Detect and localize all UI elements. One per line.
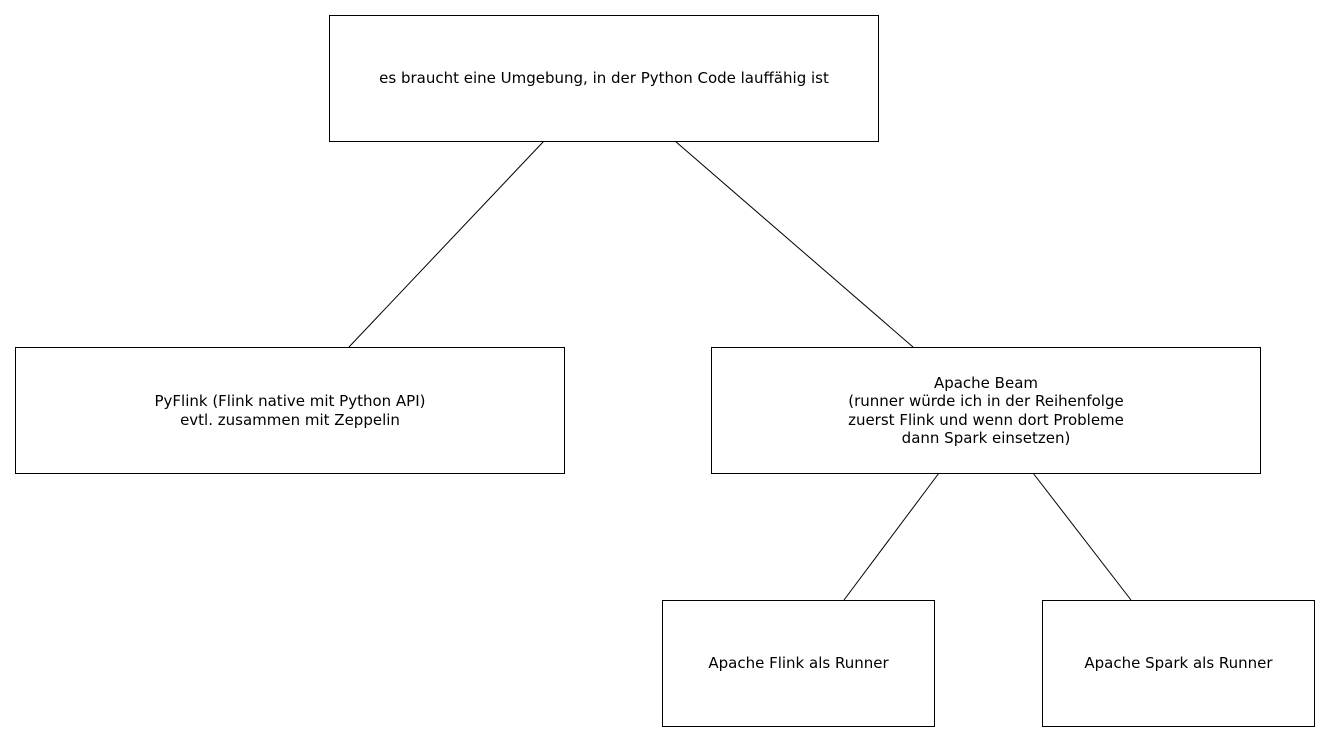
node-apache-beam: Apache Beam (runner würde ich in der Rei… — [711, 347, 1261, 474]
node-python-environment-label: es braucht eine Umgebung, in der Python … — [379, 69, 829, 88]
edge-root-to-beam — [674, 140, 914, 348]
edge-beam-to-spark-runner — [1032, 472, 1132, 601]
node-apache-beam-label: Apache Beam (runner würde ich in der Rei… — [848, 373, 1124, 448]
node-flink-runner: Apache Flink als Runner — [662, 600, 935, 727]
node-python-environment: es braucht eine Umgebung, in der Python … — [329, 15, 879, 142]
edge-beam-to-flink-runner — [843, 472, 940, 601]
node-pyflink: PyFlink (Flink native mit Python API) ev… — [15, 347, 565, 474]
edge-root-to-pyflink — [348, 140, 545, 348]
node-pyflink-label: PyFlink (Flink native mit Python API) ev… — [154, 392, 426, 429]
node-spark-runner-label: Apache Spark als Runner — [1084, 654, 1273, 673]
node-spark-runner: Apache Spark als Runner — [1042, 600, 1315, 727]
node-flink-runner-label: Apache Flink als Runner — [708, 654, 889, 673]
